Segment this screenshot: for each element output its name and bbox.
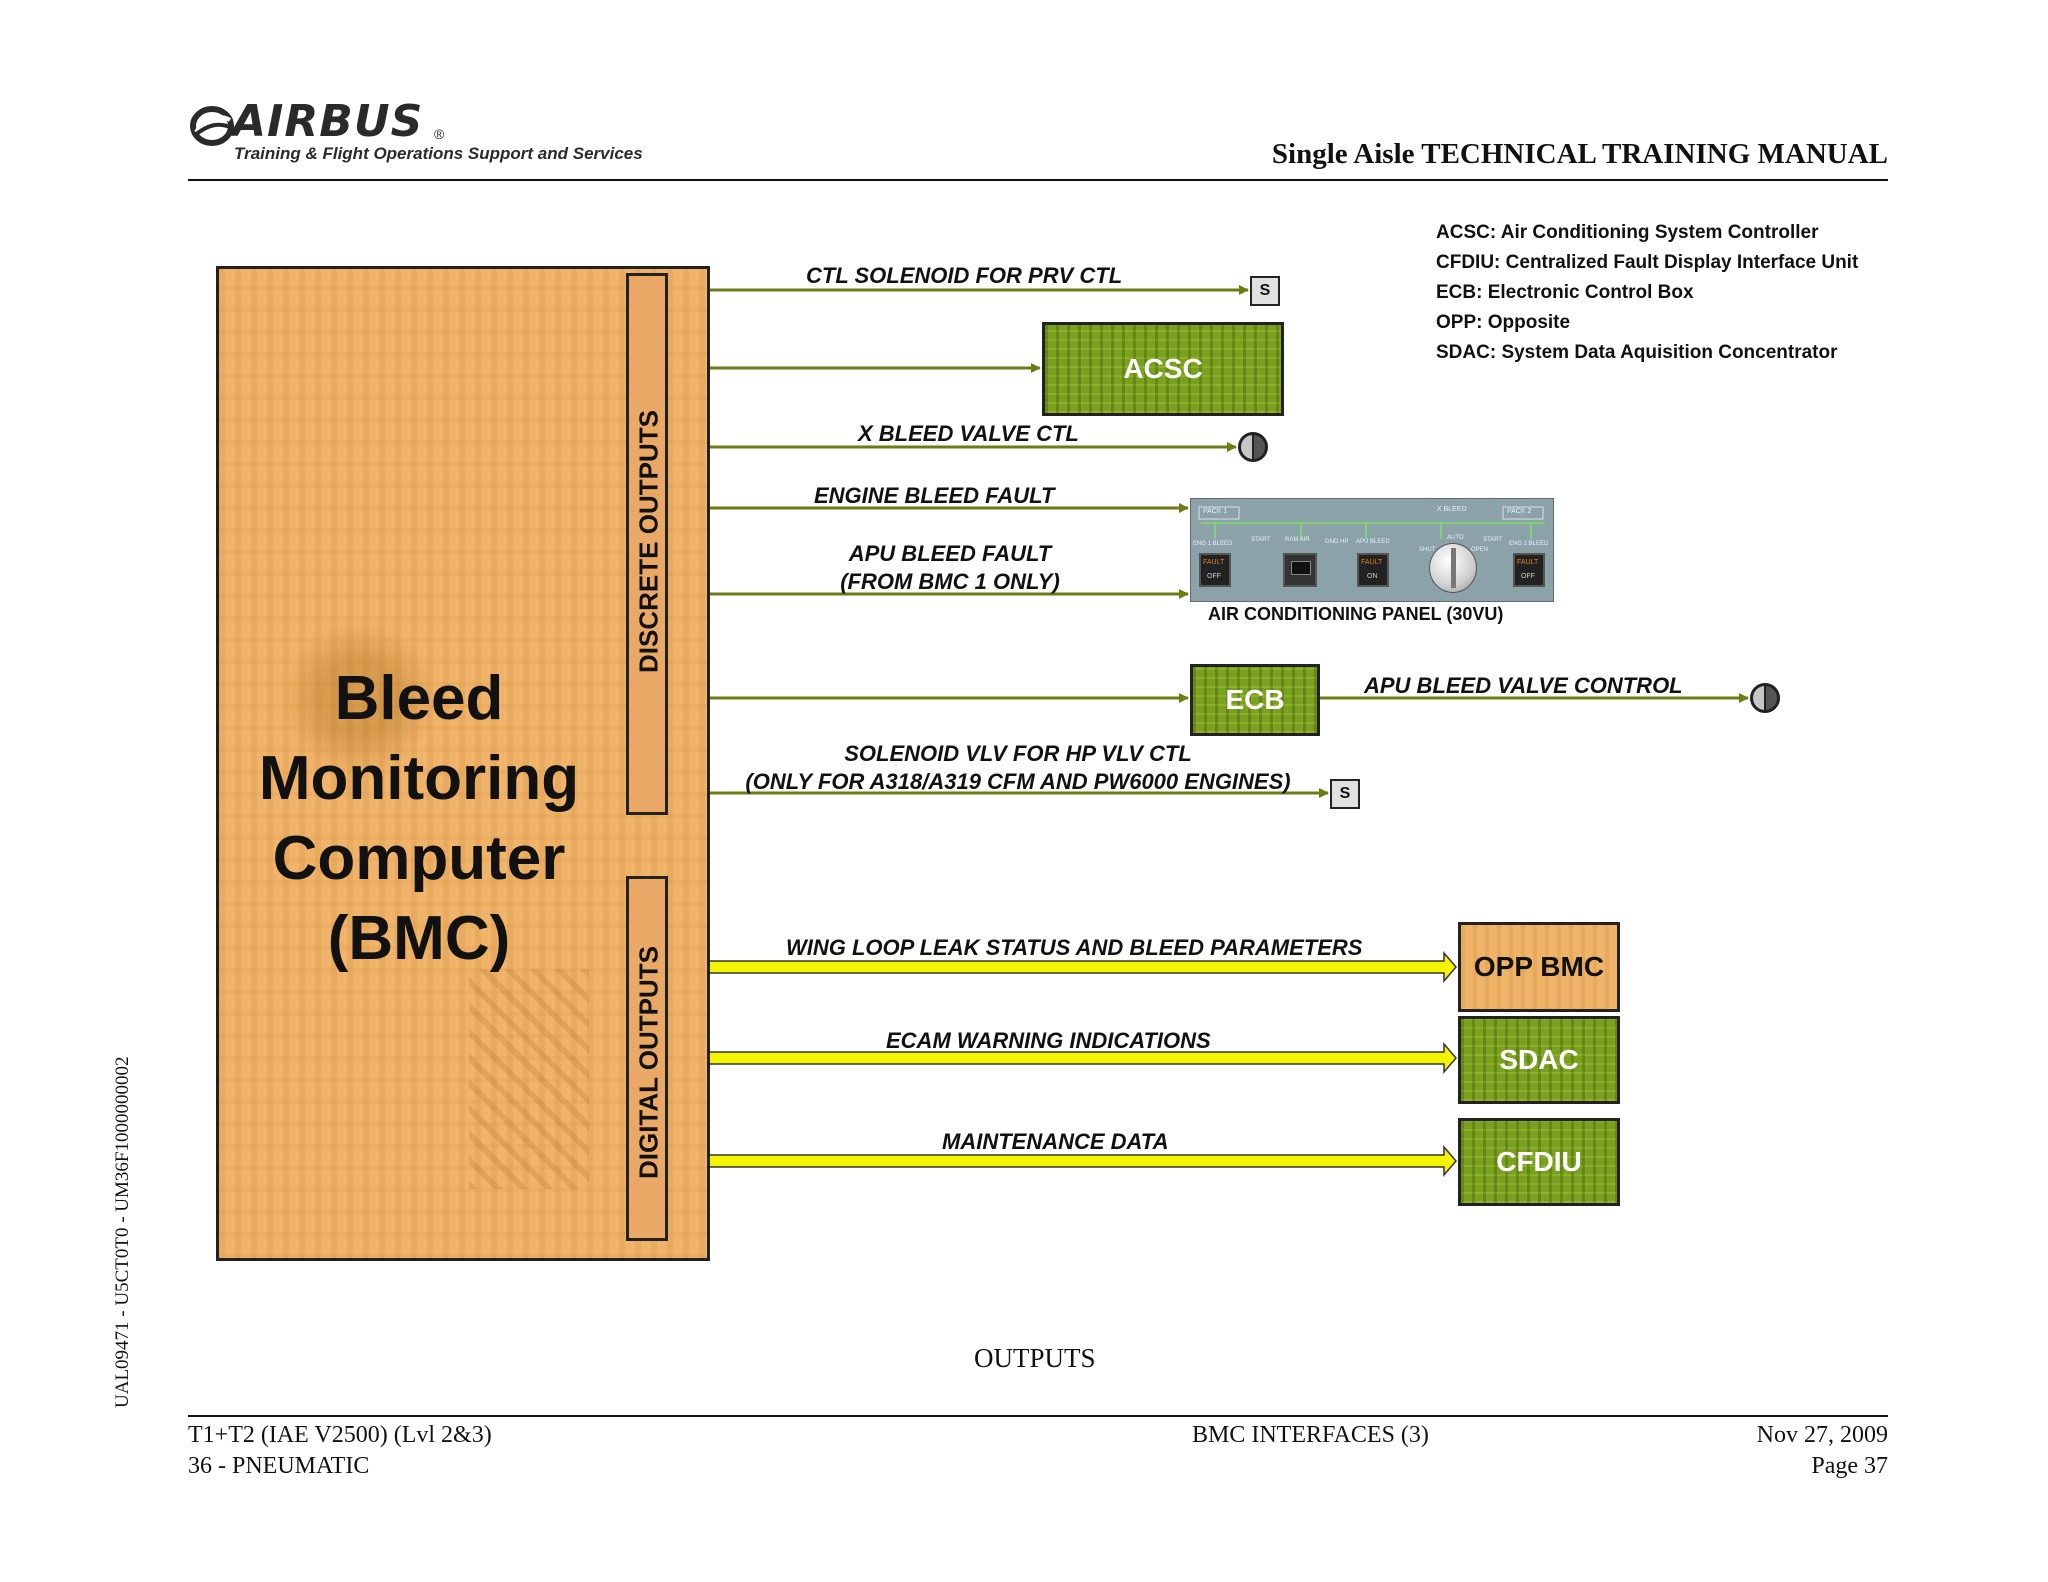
figure-caption: OUTPUTS [974,1343,1096,1373]
label-apu-bleed-fault-line: APU BLEED FAULT [848,541,1052,566]
pb-off-legend: OFF [1521,573,1535,580]
air-conditioning-panel: PACK 1 X BLEED PACK 2 ENG 1 BLEED START … [1190,498,1554,602]
airbus-logo-icon [190,106,234,146]
panel-label: SHUT [1419,547,1436,553]
digital-outputs-label: DIGITAL OUTPUTS [633,945,664,1180]
pb-fault-legend: FAULT [1361,559,1383,566]
panel-label: AUTO [1447,535,1464,541]
label-solenoid-hp-line: (ONLY FOR A318/A319 CFM AND PW6000 ENGIN… [745,769,1291,794]
ecb-box: ECB [1190,664,1320,736]
digital-outputs-bar: DIGITAL OUTPUTS [626,876,668,1241]
footer-course: T1+T2 (IAE V2500) (Lvl 2&3) [188,1422,492,1448]
bus-opp-bmc [669,950,1457,984]
digital-bus-arrows [669,950,1457,1178]
eng2-bleed-pushbutton[interactable]: FAULT OFF [1513,553,1545,587]
bmc-title-line: Bleed [334,664,504,733]
acsc-box: ACSC [1042,322,1284,416]
valve-icon [1750,683,1780,713]
label-solenoid-hp: SOLENOID VLV FOR HP VLV CTL (ONLY FOR A3… [728,740,1308,796]
footer-rule [188,1415,1888,1417]
airbus-logo: AIRBUS ® Training & Flight Operations Su… [190,96,670,170]
legend-item: ECB: Electronic Control Box [1436,282,1694,303]
label-ecam: ECAM WARNING INDICATIONS [886,1028,1211,1053]
panel-label: GND HP [1325,539,1349,545]
panel-flow-lines [1198,506,1545,539]
opp-bmc-box: OPP BMC [1458,922,1620,1012]
legend-item: CFDIU: Centralized Fault Display Interfa… [1436,252,1859,273]
ram-air-pushbutton[interactable] [1283,553,1317,587]
header-rule [188,179,1888,181]
legend-item: SDAC: System Data Aquisition Concentrato… [1436,342,1838,363]
legend-item: OPP: Opposite [1436,312,1571,333]
panel-label: APU BLEED [1356,539,1390,545]
abbreviation-legend: ACSC: Air Conditioning System Controller… [1436,218,1858,368]
label-wing-loop: WING LOOP LEAK STATUS AND BLEED PARAMETE… [786,935,1363,960]
footer-chapter: 36 - PNEUMATIC [188,1453,370,1479]
valve-icon [1238,432,1268,462]
eng1-bleed-pushbutton[interactable]: FAULT OFF [1199,553,1231,587]
panel-label: PACK 1 [1203,508,1228,515]
bmc-title-line: Monitoring [258,744,580,813]
ram-air-guard [1291,561,1311,575]
bmc-title-line: (BMC) [327,904,511,973]
solenoid-icon: S [1250,276,1280,306]
label-apu-bleed-valve: APU BLEED VALVE CONTROL [1364,673,1683,698]
label-apu-bleed-fault: APU BLEED FAULT (FROM BMC 1 ONLY) [820,540,1080,596]
bmc-circuit-texture [279,599,439,799]
pb-off-legend: OFF [1207,573,1221,580]
panel-caption: AIR CONDITIONING PANEL (30VU) [1208,604,1504,624]
logo-wordmark: AIRBUS [232,96,424,147]
pb-on-legend: ON [1367,573,1378,580]
panel-label: START [1251,537,1271,543]
label-maintenance: MAINTENANCE DATA [942,1129,1169,1154]
label-ctl-solenoid: CTL SOLENOID FOR PRV CTL [806,263,1123,288]
footer-section: BMC INTERFACES (3) [1192,1422,1429,1448]
apu-bleed-pushbutton[interactable]: FAULT ON [1357,553,1389,587]
discrete-outputs-label: DISCRETE OUTPUTS [633,410,664,673]
x-bleed-selector-knob[interactable] [1429,543,1477,593]
pb-fault-legend: FAULT [1203,559,1225,566]
logo-registered-mark: ® [434,126,445,142]
logo-subtitle: Training & Flight Operations Support and… [234,144,643,163]
footer-date: Nov 27, 2009 [1756,1422,1888,1448]
knob-pointer [1451,548,1456,588]
cfdiu-box: CFDIU [1458,1118,1620,1206]
label-engine-bleed-fault: ENGINE BLEED FAULT [814,483,1055,508]
panel-label: ENG 1 BLEED [1193,541,1233,547]
panel-label: PACK 2 [1507,508,1532,515]
pb-fault-legend: FAULT [1517,559,1539,566]
bmc-circuit-texture [469,969,589,1189]
panel-label: ENG 2 BLEED [1509,541,1549,547]
label-apu-bleed-fault-line: (FROM BMC 1 ONLY) [840,569,1060,594]
panel-label: X BLEED [1437,506,1467,513]
panel-label: RAM AIR [1285,537,1310,543]
bus-sdac [669,1041,1457,1075]
discrete-outputs-bar: DISCRETE OUTPUTS [626,273,668,815]
label-x-bleed: X BLEED VALVE CTL [858,421,1079,446]
document-side-code: UAL09471 - U5CT0T0 - UM36F1000000002 [112,1056,133,1409]
footer-page: Page 37 [1811,1453,1888,1479]
panel-label: START [1483,537,1503,543]
bus-cfdiu [669,1144,1457,1178]
sdac-box: SDAC [1458,1016,1620,1104]
solenoid-icon: S [1330,779,1360,809]
bmc-title: Bleed Monitoring Computer (BMC) [239,659,599,979]
bmc-box: Bleed Monitoring Computer (BMC) [216,266,710,1261]
panel-label: OPEN [1471,547,1489,553]
manual-title: Single Aisle TECHNICAL TRAINING MANUAL [1271,138,1888,170]
legend-item: ACSC: Air Conditioning System Controller [1436,222,1819,243]
label-solenoid-hp-line: SOLENOID VLV FOR HP VLV CTL [844,741,1192,766]
bmc-title-line: Computer [272,824,566,893]
